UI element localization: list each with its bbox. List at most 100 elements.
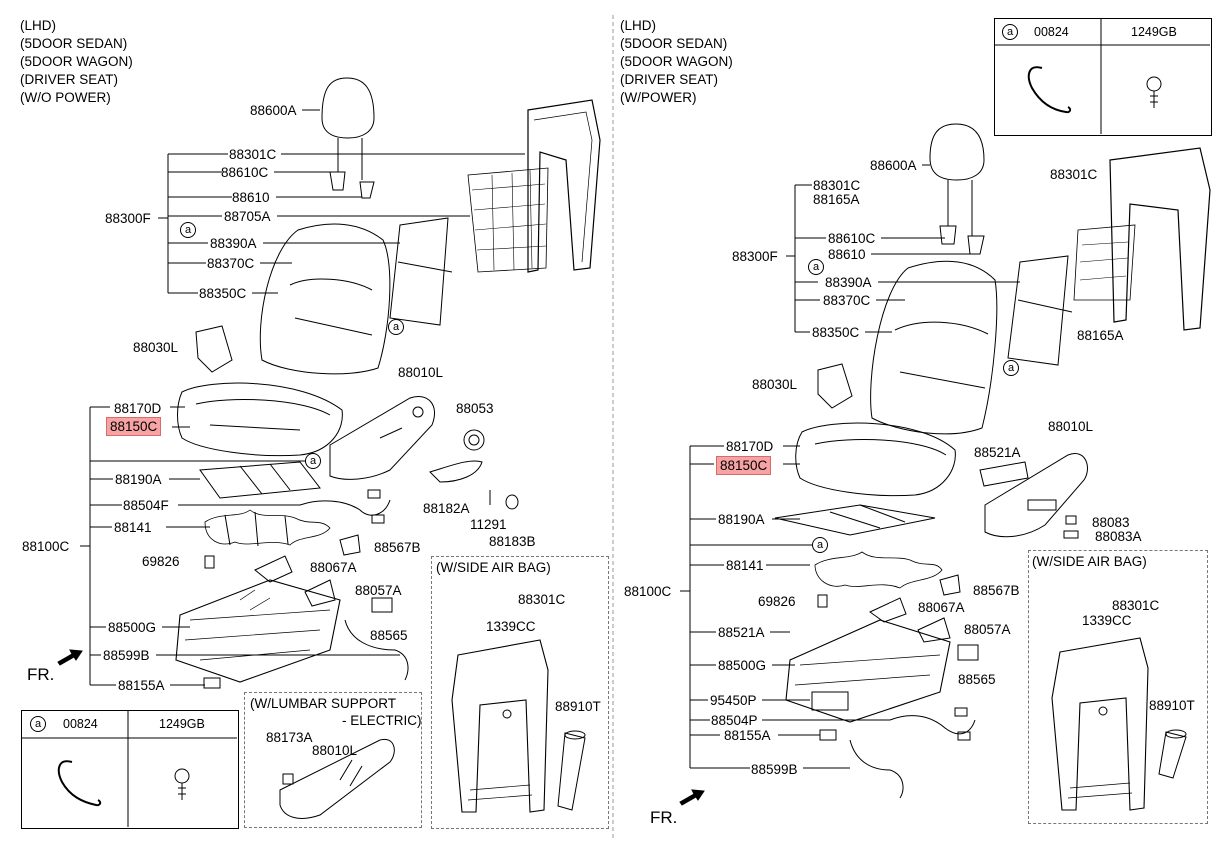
part-label-88155A[interactable]: 88155A bbox=[724, 728, 771, 743]
part-label-69826[interactable]: 69826 bbox=[142, 554, 180, 569]
part-label-88301C[interactable]: 88301C bbox=[1050, 167, 1098, 182]
part-label-88100C[interactable]: 88100C bbox=[22, 539, 70, 554]
legend-callout-a: a bbox=[30, 716, 46, 732]
part-label-69826[interactable]: 69826 bbox=[758, 594, 796, 609]
part-label-88565[interactable]: 88565 bbox=[958, 672, 996, 687]
side-airbag-title: (W/SIDE AIR BAG) bbox=[436, 560, 551, 575]
part-label-88600A[interactable]: 88600A bbox=[250, 103, 297, 118]
part-label-88067A[interactable]: 88067A bbox=[310, 560, 357, 575]
part-label-88150C-highlighted[interactable]: 88150C bbox=[715, 456, 772, 475]
part-label-95450P[interactable]: 95450P bbox=[710, 693, 757, 708]
part-label-88300F[interactable]: 88300F bbox=[732, 249, 778, 264]
part-label-88521A[interactable]: 88521A bbox=[718, 625, 765, 640]
part-label-88504P[interactable]: 88504P bbox=[711, 713, 758, 728]
part-label-88083[interactable]: 88083 bbox=[1092, 515, 1130, 530]
part-label-88350C[interactable]: 88350C bbox=[199, 286, 247, 301]
note-lhd: (LHD) bbox=[620, 18, 656, 33]
part-label-88301C-airbag[interactable]: 88301C bbox=[518, 592, 566, 607]
legend-part-00824[interactable]: 00824 bbox=[1034, 25, 1069, 39]
side-airbag-box bbox=[1028, 550, 1208, 824]
part-label-88100C[interactable]: 88100C bbox=[624, 584, 672, 599]
part-label-88301C-airbag[interactable]: 88301C bbox=[1112, 598, 1160, 613]
part-label-88083A[interactable]: 88083A bbox=[1095, 529, 1142, 544]
part-label-88567B[interactable]: 88567B bbox=[973, 583, 1020, 598]
part-label-88910T[interactable]: 88910T bbox=[555, 699, 601, 714]
part-label-88300F[interactable]: 88300F bbox=[105, 211, 151, 226]
part-label-88500G[interactable]: 88500G bbox=[108, 620, 157, 635]
legend-callout-a: a bbox=[1002, 24, 1018, 40]
part-label-88390A[interactable]: 88390A bbox=[825, 275, 872, 290]
part-label-88610[interactable]: 88610 bbox=[828, 247, 866, 262]
part-label-88567B[interactable]: 88567B bbox=[374, 540, 421, 555]
part-label-88067A[interactable]: 88067A bbox=[918, 600, 965, 615]
callout-a: a bbox=[1003, 360, 1019, 376]
part-label-88030L[interactable]: 88030L bbox=[133, 340, 179, 355]
part-label-88010L-lumbar[interactable]: 88010L bbox=[312, 743, 358, 758]
part-label-88600A[interactable]: 88600A bbox=[870, 158, 917, 173]
note-w-power: (W/POWER) bbox=[620, 90, 697, 105]
front-direction-label: FR. bbox=[650, 808, 678, 827]
note-wagon: (5DOOR WAGON) bbox=[620, 54, 733, 69]
callout-a: a bbox=[812, 537, 828, 553]
part-label-88010L[interactable]: 88010L bbox=[398, 365, 444, 380]
part-label-88165A-bottom[interactable]: 88165A bbox=[1077, 328, 1124, 343]
part-label-88370C[interactable]: 88370C bbox=[823, 293, 871, 308]
part-label-88057A[interactable]: 88057A bbox=[355, 583, 402, 598]
part-label-88190A[interactable]: 88190A bbox=[115, 472, 162, 487]
part-label-88610C[interactable]: 88610C bbox=[828, 231, 876, 246]
part-label-88150C-highlighted[interactable]: 88150C bbox=[105, 417, 162, 436]
part-label-88504F[interactable]: 88504F bbox=[123, 498, 169, 513]
part-label-88010L[interactable]: 88010L bbox=[1048, 419, 1094, 434]
part-label-1339CC[interactable]: 1339CC bbox=[1082, 613, 1132, 628]
part-label-11291[interactable]: 11291 bbox=[470, 517, 507, 532]
callout-a: a bbox=[180, 222, 196, 238]
part-label-88170D[interactable]: 88170D bbox=[726, 439, 774, 454]
part-label-88183B[interactable]: 88183B bbox=[489, 534, 536, 549]
part-label-88500G[interactable]: 88500G bbox=[718, 658, 767, 673]
note-lhd: (LHD) bbox=[20, 18, 56, 33]
part-label-88057A[interactable]: 88057A bbox=[964, 622, 1011, 637]
note-sedan: (5DOOR SEDAN) bbox=[620, 36, 728, 51]
lumbar-support-box bbox=[244, 692, 422, 828]
part-label-88301C[interactable]: 88301C bbox=[229, 147, 277, 162]
note-driver-seat: (DRIVER SEAT) bbox=[620, 72, 719, 87]
part-label-88370C[interactable]: 88370C bbox=[207, 256, 255, 271]
note-wo-power: (W/O POWER) bbox=[20, 90, 111, 105]
note-sedan: (5DOOR SEDAN) bbox=[20, 36, 128, 51]
legend-table bbox=[21, 710, 239, 829]
part-label-88521A-switch[interactable]: 88521A bbox=[974, 445, 1021, 460]
lumbar-title: (W/LUMBAR SUPPORT bbox=[250, 696, 397, 711]
part-label-88610[interactable]: 88610 bbox=[232, 190, 270, 205]
side-airbag-box bbox=[431, 556, 609, 829]
legend-part-1249GB[interactable]: 1249GB bbox=[1131, 25, 1177, 39]
part-label-88599B[interactable]: 88599B bbox=[751, 762, 798, 777]
part-label-88910T[interactable]: 88910T bbox=[1149, 698, 1195, 713]
part-label-88390A[interactable]: 88390A bbox=[210, 236, 257, 251]
part-label-88053[interactable]: 88053 bbox=[456, 401, 494, 416]
part-label-88705A[interactable]: 88705A bbox=[224, 209, 271, 224]
part-label-1339CC[interactable]: 1339CC bbox=[486, 619, 536, 634]
part-label-88610C[interactable]: 88610C bbox=[221, 165, 269, 180]
part-label-88170D[interactable]: 88170D bbox=[114, 401, 162, 416]
part-label-88155A[interactable]: 88155A bbox=[118, 678, 165, 693]
part-label-88165A[interactable]: 88165A bbox=[813, 192, 860, 207]
callout-a: a bbox=[388, 319, 404, 335]
part-label-88141[interactable]: 88141 bbox=[726, 558, 764, 573]
part-label-88190A[interactable]: 88190A bbox=[718, 512, 765, 527]
part-label-88350C[interactable]: 88350C bbox=[812, 325, 860, 340]
callout-a: a bbox=[808, 259, 824, 275]
legend-part-1249GB[interactable]: 1249GB bbox=[159, 717, 205, 731]
part-label-88030L[interactable]: 88030L bbox=[752, 377, 798, 392]
part-label-88141[interactable]: 88141 bbox=[114, 520, 152, 535]
lumbar-title-electric: - ELECTRIC) bbox=[342, 713, 422, 728]
note-driver-seat: (DRIVER SEAT) bbox=[20, 72, 119, 87]
part-label-88599B[interactable]: 88599B bbox=[103, 648, 150, 663]
legend-part-00824[interactable]: 00824 bbox=[63, 717, 98, 731]
part-label-88173A[interactable]: 88173A bbox=[266, 730, 313, 745]
part-label-88182A[interactable]: 88182A bbox=[423, 501, 470, 516]
callout-a: a bbox=[305, 453, 321, 469]
part-label-88301C-top[interactable]: 88301C bbox=[813, 178, 861, 193]
part-label-88565[interactable]: 88565 bbox=[370, 628, 408, 643]
